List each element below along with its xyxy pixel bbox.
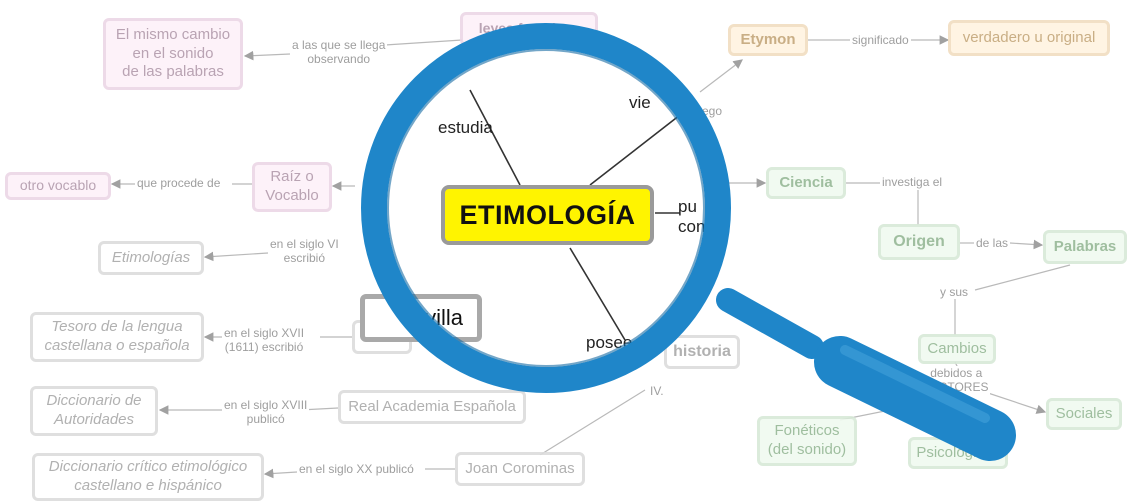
label-a-las-que: a las que se llega observando [290, 38, 388, 67]
node-origen[interactable]: Origen [878, 224, 960, 260]
label-siglo-vi: en el siglo VI escribió [268, 237, 341, 266]
label-siglo-xviii: en el siglo XVIII publicó [222, 398, 310, 427]
node-real-academia[interactable]: Real Academia Española [338, 390, 526, 424]
node-ciencia[interactable]: Ciencia [766, 167, 846, 199]
label-significado: significado [850, 33, 911, 48]
node-diccionario-critico[interactable]: Diccionario crítico etimológico castella… [32, 453, 264, 501]
label-investiga: investiga el [880, 175, 945, 190]
label-siglo-xx: en el siglo XX publicó [297, 462, 416, 477]
node-sevilla[interactable]: villa [360, 294, 482, 342]
label-iv: IV. [648, 384, 666, 399]
label-de-las: de las [974, 236, 1011, 251]
node-tesoro[interactable]: Tesoro de la lengua castellana o español… [30, 312, 204, 362]
label-estudia: estudia [438, 118, 493, 137]
node-palabras[interactable]: Palabras [1043, 230, 1127, 264]
label-y-sus: y sus [938, 285, 971, 300]
label-viene-griego-end: ego [702, 104, 723, 118]
label-posee: posee [586, 333, 633, 352]
node-joan-corominas[interactable]: Joan Corominas [455, 452, 585, 486]
label-que-procede: que procede de [135, 176, 223, 191]
node-diccionario-autoridades[interactable]: Diccionario de Autoridades [30, 386, 158, 436]
node-sociales[interactable]: Sociales [1046, 398, 1122, 430]
node-psicologicos[interactable]: Psicológicos [908, 437, 1008, 469]
node-raiz-vocablo[interactable]: Raíz o Vocablo [252, 162, 332, 212]
label-siglo-xvii: en el siglo XVII (1611) escribió [222, 326, 307, 355]
node-leyes-foneticas[interactable]: leyes fonéticas [460, 12, 598, 46]
node-etimologias[interactable]: Etimologías [98, 241, 204, 275]
node-otro-vocablo[interactable]: otro vocablo [5, 172, 111, 200]
node-mismo-cambio[interactable]: El mismo cambio en el sonido de las pala… [103, 18, 243, 90]
node-cambios[interactable]: Cambios [918, 334, 996, 364]
node-foneticos[interactable]: Fonéticos (del sonido) [757, 416, 857, 466]
center-node-etimologia[interactable]: ETIMOLOGÍA [441, 185, 654, 245]
label-viene: vie [629, 93, 651, 112]
label-debidos: debidos a FACTORES [922, 366, 991, 395]
node-etymon[interactable]: Etymon [728, 24, 808, 56]
label-puede: pu con [678, 197, 706, 237]
node-historia[interactable]: historia [664, 335, 740, 369]
node-verdadero[interactable]: verdadero u original [948, 20, 1110, 56]
